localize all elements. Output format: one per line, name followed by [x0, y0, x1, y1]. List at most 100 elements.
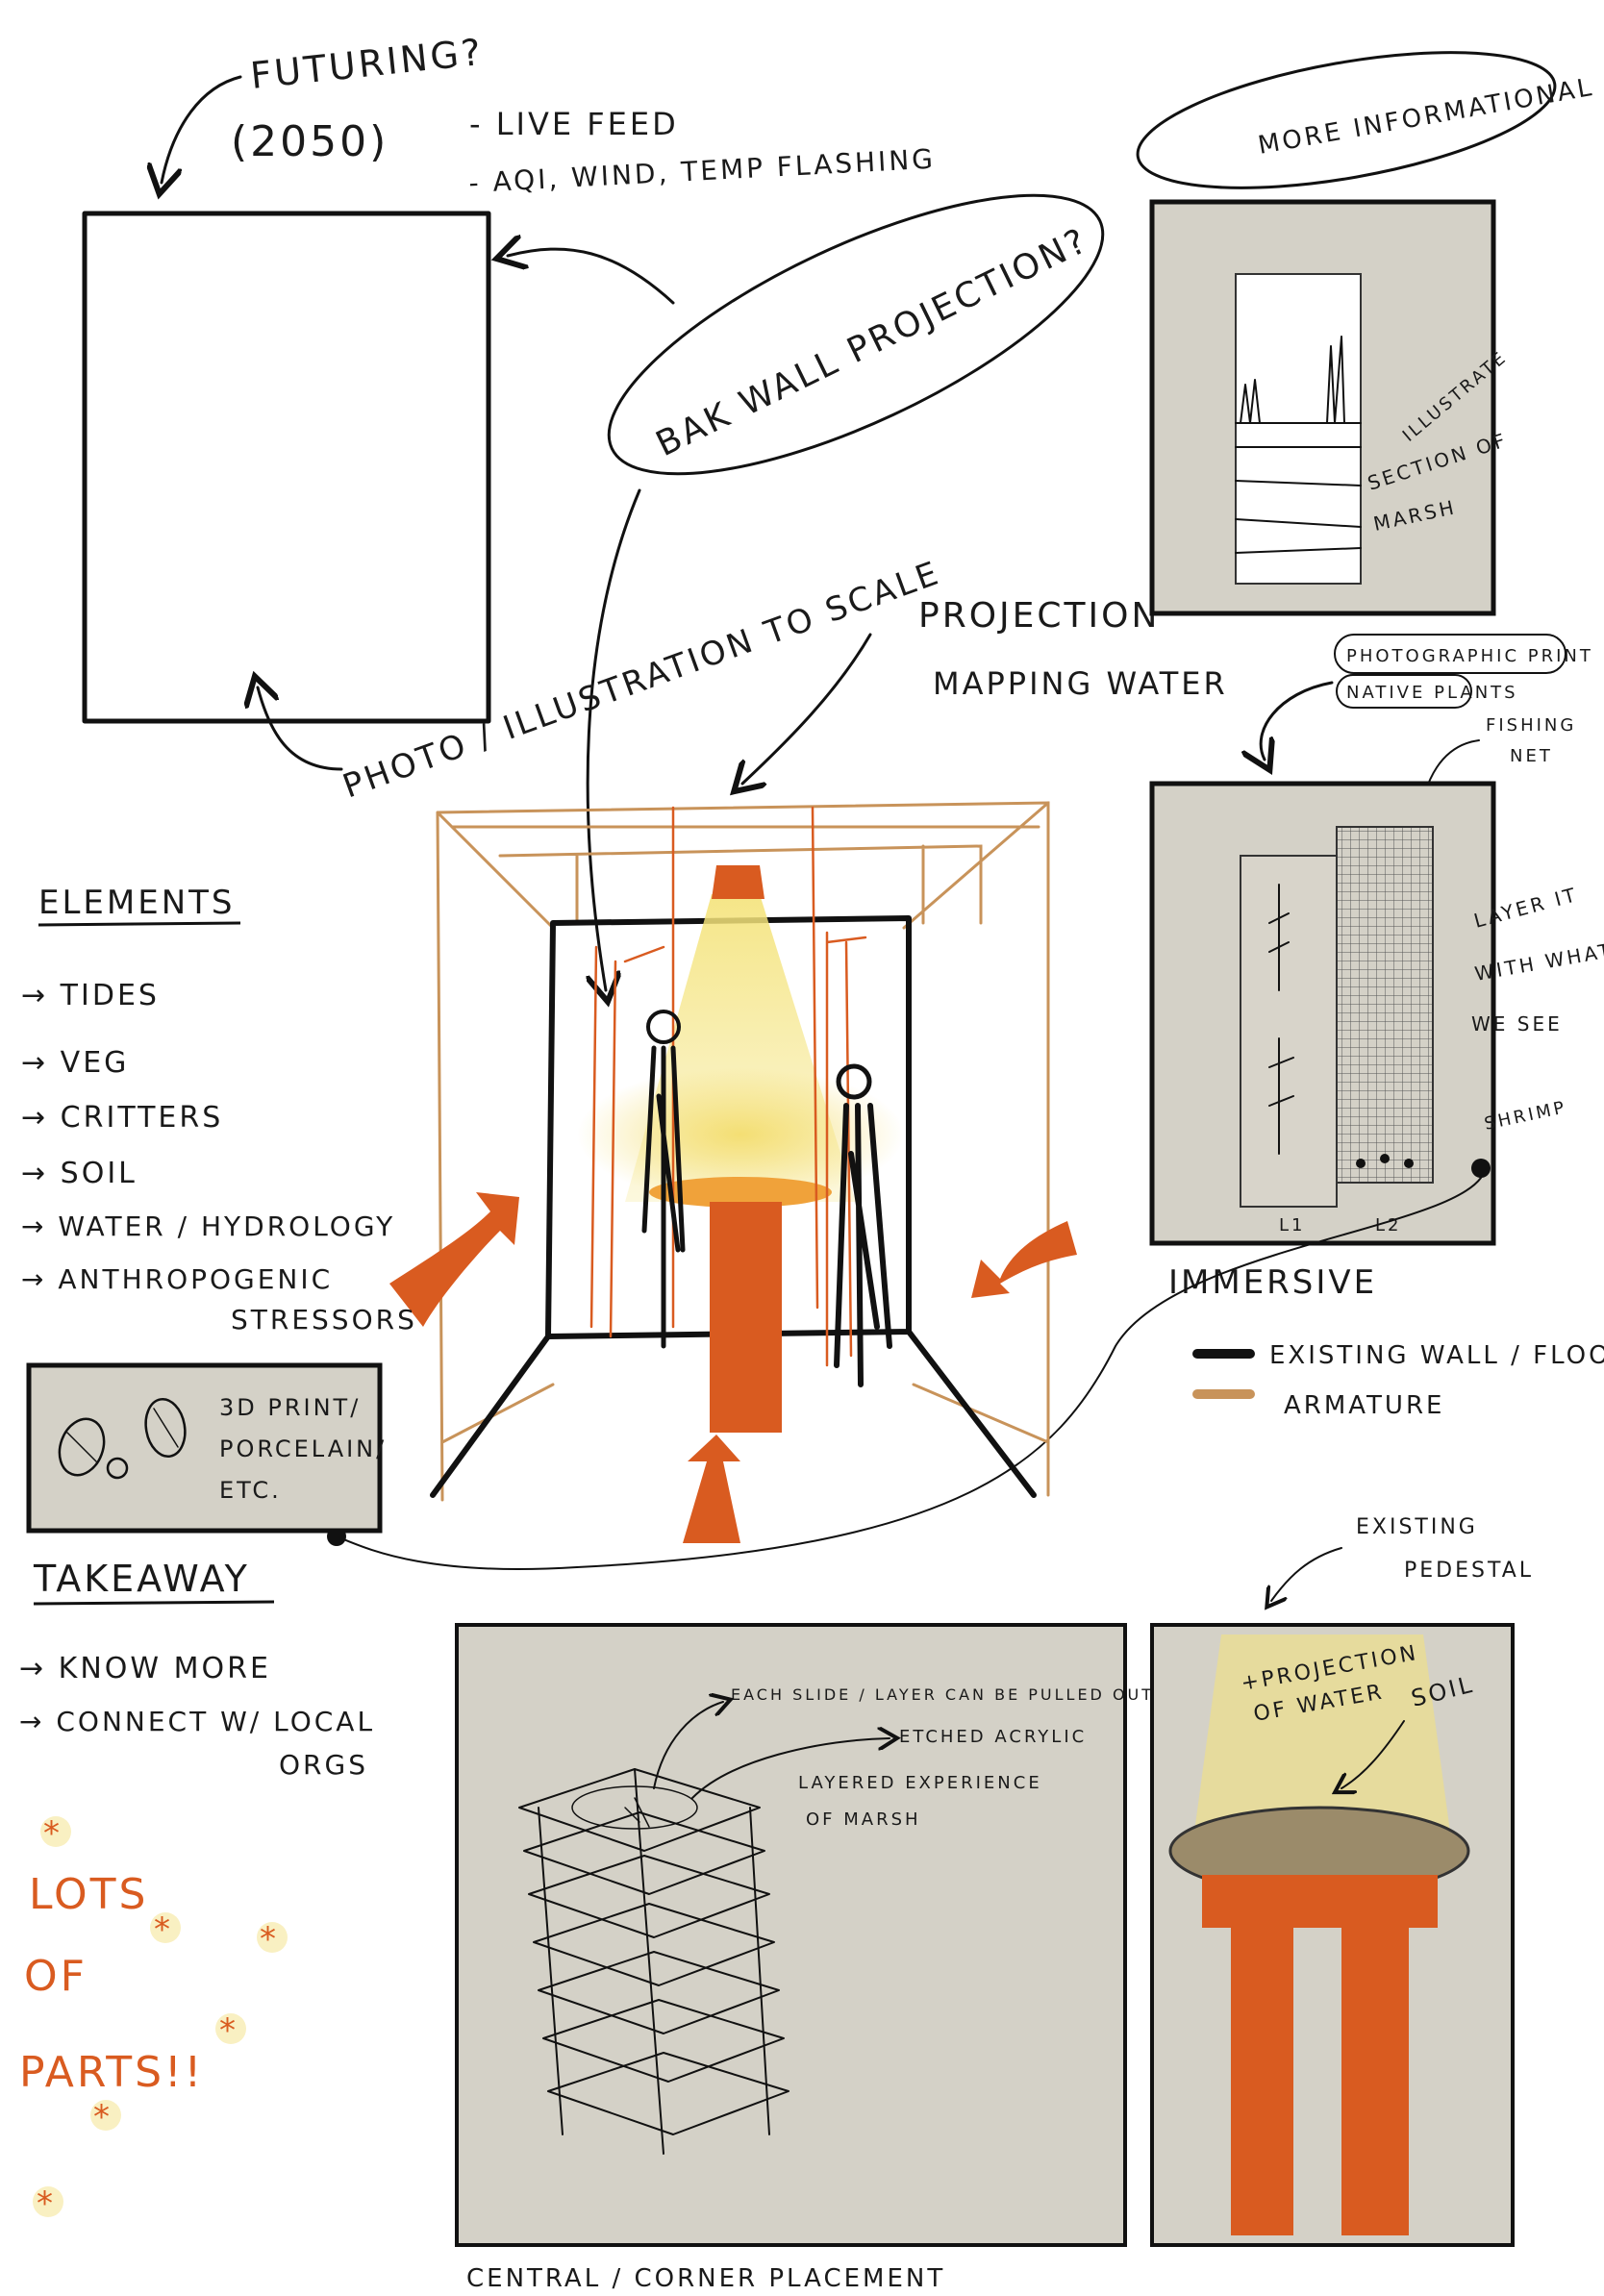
back-wall-arrow-left [508, 249, 675, 305]
shrimp-dot1 [1356, 1159, 1366, 1168]
room-sketch [389, 801, 1077, 1543]
central-note-etched: ETCHED ACRYLIC [899, 1727, 1087, 1747]
takeaway-know-more: → KNOW MORE [19, 1652, 271, 1685]
central-panel: EACH SLIDE / LAYER CAN BE PULLED OUT ETC… [455, 1623, 1151, 2293]
aqi-wind-temp: - AQI, WIND, TEMP FLASHING [468, 143, 937, 199]
native-plant-sketch [1268, 884, 1294, 1155]
layer-it-line3: WE SEE [1471, 1012, 1563, 1036]
takeaway-box-line1: 3D PRINT/ [219, 1394, 361, 1421]
central-caption: CENTRAL / CORNER PLACEMENT [466, 2264, 945, 2293]
seed-sketches [58, 1398, 187, 1480]
svg-text:*: * [37, 2184, 53, 2223]
immersive-panel: PHOTOGRAPHIC PRINT NATIVE PLANTS FISHING… [327, 634, 1604, 1570]
takeaway-box-line2: PORCELAIN/ [219, 1435, 387, 1462]
informational-bubble [1136, 51, 1557, 189]
central-note-layered2: OF MARSH [806, 1809, 921, 1830]
shrimp-dot3 [1404, 1159, 1414, 1168]
fishing-net-line1: FISHING [1486, 715, 1576, 736]
arrow-bottom-entry [683, 1435, 740, 1543]
element-item-water: → WATER / HYDROLOGY [21, 1210, 395, 1242]
soil-arrow [1341, 1720, 1405, 1788]
svg-text:*: * [154, 1910, 170, 1949]
immersive-dot [1471, 1159, 1491, 1178]
fishing-net-line2: NET [1510, 746, 1553, 766]
native-plants-label: NATIVE PLANTS [1346, 683, 1518, 703]
central-arrow-etched [691, 1738, 890, 1799]
pedestal-top [649, 1177, 832, 1208]
projection-line1: PROJECTION [918, 596, 1160, 636]
svg-text:*: * [93, 2098, 110, 2136]
projection-arrow [742, 633, 872, 784]
pedestal-leg-left [1231, 1928, 1293, 2235]
future-panel: FUTURING? (2050) - LIVE FEED - AQI, WIND… [82, 31, 937, 771]
native-label-box [1336, 674, 1472, 709]
projection-note: PROJECTION MAPPING WATER [742, 596, 1228, 784]
lots-line2: OF [24, 1952, 88, 2001]
shrimp-dot2 [1380, 1154, 1390, 1163]
future-year: (2050) [231, 117, 388, 166]
pedestal-leg-right [1341, 1928, 1409, 2235]
photo-illustration-note: PHOTO / ILLUSTRATION TO SCALE [338, 554, 945, 807]
takeaway-box [26, 1362, 383, 1534]
lots-line1: LOTS [29, 1870, 148, 1919]
element-item-tides: → TIDES [21, 979, 160, 1012]
marsh-strata [1235, 422, 1362, 554]
live-feed: - LIVE FEED [469, 106, 679, 142]
layer-l1-print [1240, 855, 1338, 1208]
photographic-label-box [1334, 634, 1566, 674]
pedestal-panel: EXISTING PEDESTAL +PROJECTION OF WATER S… [1150, 1515, 1534, 2247]
projector [712, 865, 764, 899]
element-item-stressors: STRESSORS [231, 1304, 417, 1335]
takeaway-box-line3: ETC. [219, 1477, 282, 1504]
lots-of-parts: LOTS OF PARTS!! * * * * * * [19, 1814, 288, 2223]
back-wall-label: BAK WALL PROJECTION? [650, 220, 1095, 464]
arrow-left-entry [389, 1192, 519, 1327]
pedestal-existing-line2: PEDESTAL [1404, 1559, 1534, 1583]
legend-existing-label: EXISTING WALL / FLOOR [1269, 1341, 1604, 1370]
sparkle-stars: * * * * * * [33, 1814, 288, 2223]
central-arrow-pulled [653, 1702, 723, 1789]
legend-armature-label: ARMATURE [1284, 1391, 1444, 1420]
l1-label: L1 [1279, 1215, 1305, 1235]
figure-left [641, 1010, 686, 1349]
figure-right [834, 1063, 892, 1387]
informational-panel: MORE INFORMATIONAL ILLUSTRATE SECTION OF… [1136, 51, 1596, 616]
takeaway-title: TAKEAWAY [33, 1558, 250, 1600]
projection-line2: MAPPING WATER [933, 665, 1228, 702]
back-wall-arrow-down [588, 488, 641, 990]
marsh-section-print [1235, 273, 1362, 585]
takeaway-underline [33, 1600, 275, 1606]
informational-bubble-text: MORE INFORMATIONAL [1256, 73, 1596, 161]
armature-frame [436, 801, 1050, 1502]
central-note-layered1: LAYERED EXPERIENCE [798, 1773, 1042, 1793]
element-item-veg: → VEG [21, 1046, 129, 1080]
central-frame [455, 1623, 1127, 2247]
pedestal-arrow [1271, 1547, 1342, 1601]
back-wall-bubble: BAK WALL PROJECTION? [508, 193, 1105, 990]
elements-title: ELEMENTS [38, 884, 236, 922]
elements-list: ELEMENTS → TIDES → VEG → CRITTERS → SOIL… [21, 884, 417, 1335]
back-wall-ellipse [607, 193, 1105, 476]
future-frame [82, 211, 491, 724]
immersive-link [336, 1177, 1482, 1570]
takeaway-section: 3D PRINT/ PORCELAIN/ ETC. TAKEAWAY → KNO… [19, 1362, 387, 1781]
layered-acrylic-stack [518, 1768, 789, 2155]
arrow-right-entry [971, 1221, 1077, 1298]
immersive-title: IMMERSIVE [1168, 1263, 1377, 1302]
pedestal-column [710, 1202, 782, 1433]
pedestal-existing-line1: EXISTING [1356, 1515, 1478, 1539]
element-item-soil: → SOIL [21, 1157, 138, 1190]
elements-underline [38, 921, 241, 927]
future-title: FUTURING? [248, 31, 486, 97]
element-item-anthropogenic: → ANTHROPOGENIC [21, 1263, 333, 1295]
layer-l2-net [1336, 826, 1434, 1184]
existing-wall [430, 915, 1037, 1498]
takeaway-orgs: ORGS [279, 1749, 368, 1781]
legend: EXISTING WALL / FLOOR ARMATURE [1192, 1341, 1604, 1420]
svg-text:*: * [260, 1920, 276, 1959]
future-arrow [162, 75, 242, 183]
native-arrow [1261, 681, 1334, 760]
photo-arrow [258, 687, 343, 771]
svg-text:*: * [43, 1814, 60, 1853]
